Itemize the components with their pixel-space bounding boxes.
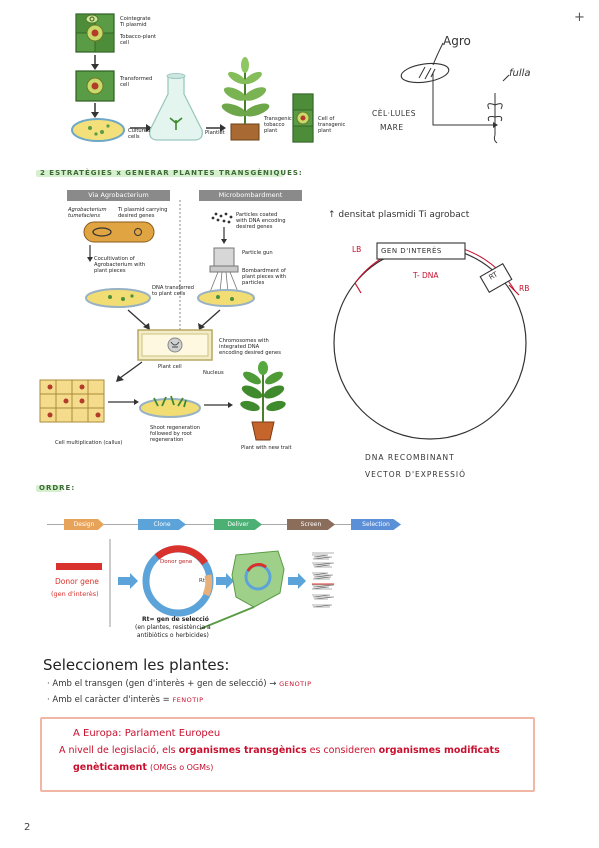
label-tobacco-cell: Tobacco-plant cell: [120, 34, 157, 46]
label-plant-new-trait: Plant with new trait: [241, 445, 292, 451]
label-nucleus: Nucleus: [203, 370, 224, 376]
callout-modificats-bold: organismes modificats: [378, 745, 500, 756]
rt-caption: (en plantes, resistència a antibiòtics o…: [135, 624, 211, 639]
corner-plus: +: [574, 10, 585, 25]
agro-label: Agro: [443, 34, 471, 48]
callout-line2-prefix: A nivell de legislació, els: [59, 745, 176, 756]
donor-gene-small-label: Donor gene: [160, 559, 193, 565]
bullet2-text: · Amb el caràcter d'interès =: [47, 695, 170, 705]
selection-bullet-1: · Amb el transgen (gen d'interès + gen d…: [47, 679, 312, 689]
lb-label: LB: [352, 245, 362, 254]
stage-selection: Selection: [351, 519, 401, 530]
donor-gene-bar: [56, 563, 102, 570]
section2-highlight: [36, 485, 62, 492]
selection-bullet-2: · Amb el caràcter d'interès = FENOTIP: [47, 695, 204, 705]
cellules-label: CÈL·LULES: [372, 109, 417, 118]
rb-label: RB: [519, 284, 530, 293]
label-particles: Particles coated with DNA encoding desir…: [236, 212, 286, 230]
callout-line-3: genèticament (OMGs o OGMs): [73, 762, 213, 773]
order-figure: [109, 539, 335, 630]
callout-geneticament-bold: genèticament: [73, 762, 147, 773]
stage-screen: Screen: [287, 519, 335, 530]
label-transgenic-plant: Transgenic tobacco plant: [264, 116, 292, 134]
tomato-plant: [240, 361, 286, 441]
bullet1-text: · Amb el transgen (gen d'interès + gen d…: [47, 679, 277, 689]
label-ti-plasmid: Ti plasmid carrying desired genes: [118, 207, 168, 219]
cultured-cells-dish: [71, 118, 125, 142]
rt-small-label: Rt: [199, 578, 205, 584]
label-transformed-cell: Transformed cell: [120, 76, 153, 88]
label-bombardment: Bombardment of plant pieces with particl…: [242, 268, 287, 286]
vector-expressio-caption: VECTOR D'EXPRESSIÓ: [365, 470, 467, 479]
plantlet-flask: [149, 73, 203, 141]
gen-interes-label: (gen d'interès): [51, 590, 99, 598]
dna-recombinant-caption: DNA RECOMBINANT: [365, 453, 455, 462]
stage-deliver: Deliver: [214, 519, 262, 530]
section2-title: ORDRE:: [39, 484, 76, 492]
callout-line-2: A nivell de legislació, els organismes t…: [59, 745, 500, 756]
page-number: 2: [24, 822, 31, 833]
label-agro-tumefaciens: Agrobacterium tumefaciens: [68, 207, 107, 219]
callout-line2-mid: es consideren: [309, 745, 376, 756]
genotip-highlight: GENOTIP: [279, 680, 312, 688]
callout-line-1: A Europa: Parlament Europeu: [73, 728, 221, 739]
plasmid-heading: ↑ densitat plasmidi Ti agrobact: [328, 210, 470, 220]
head-agrobacterium: Via Agrobacterium: [67, 190, 170, 201]
label-cocultivation: Cocultivation of Agrobacterium with plan…: [94, 256, 146, 274]
agro-sketch: [400, 42, 510, 144]
label-plant-cell: Plant cell: [158, 364, 182, 370]
mare-label: MARE: [380, 123, 404, 132]
tdna-label: T- DNA: [413, 271, 439, 280]
selection-heading: Seleccionem les plantes:: [43, 656, 230, 674]
strategies-figure: [39, 200, 286, 441]
section1-title: 2 ESTRATÈGIES x GENERAR PLANTES TRANSGÈN…: [40, 169, 303, 177]
rt-caption-bold: Rt= gen de selecció: [142, 616, 209, 623]
label-cell-multiplication: Cell multiplication (callus): [55, 440, 123, 446]
label-cointegrate: Cointegrate Ti plasmid: [120, 16, 151, 28]
stage-design: Design: [64, 519, 104, 530]
donor-gene-label: Donor gene: [55, 577, 99, 586]
gene-of-interest-label: GEN D'INTERÈS: [381, 247, 442, 255]
stage-clone: Clone: [138, 519, 186, 530]
label-cultured-cells: Cultured cells: [128, 128, 151, 140]
europe-callout: [40, 717, 535, 792]
label-plantlet: Plantlet: [205, 130, 225, 136]
label-shoot-regeneration: Shoot regeneration followed by root rege…: [150, 425, 201, 443]
label-dna-transferred: DNA transferred to plant cells: [152, 285, 194, 297]
transgenic-tobacco-plant: [221, 57, 270, 141]
callus-cells: [39, 379, 105, 423]
callout-line3-rest: (OMGs o OGMs): [149, 763, 214, 772]
section1-highlight: [36, 170, 284, 177]
recombinant-plasmid: [333, 242, 527, 440]
head-microbombardment: Microbombardment: [199, 190, 302, 201]
label-chromosomes: Chromosomes with integrated DNA encoding…: [219, 338, 281, 356]
transgenic-plant-cell: [292, 93, 314, 143]
label-cell-transgenic: Cell of transgenic plant: [318, 116, 346, 134]
callout-omgs-bold: organismes transgènics: [178, 745, 307, 756]
fulla-label: fulla: [509, 68, 531, 79]
label-particle-gun: Particle gun: [242, 250, 273, 256]
tobacco-cell-1: [75, 13, 115, 53]
transformed-cell: [75, 70, 115, 102]
ti-plasmid-transformation-figure: [71, 13, 314, 143]
fenotip-highlight: FENOTIP: [172, 696, 204, 704]
